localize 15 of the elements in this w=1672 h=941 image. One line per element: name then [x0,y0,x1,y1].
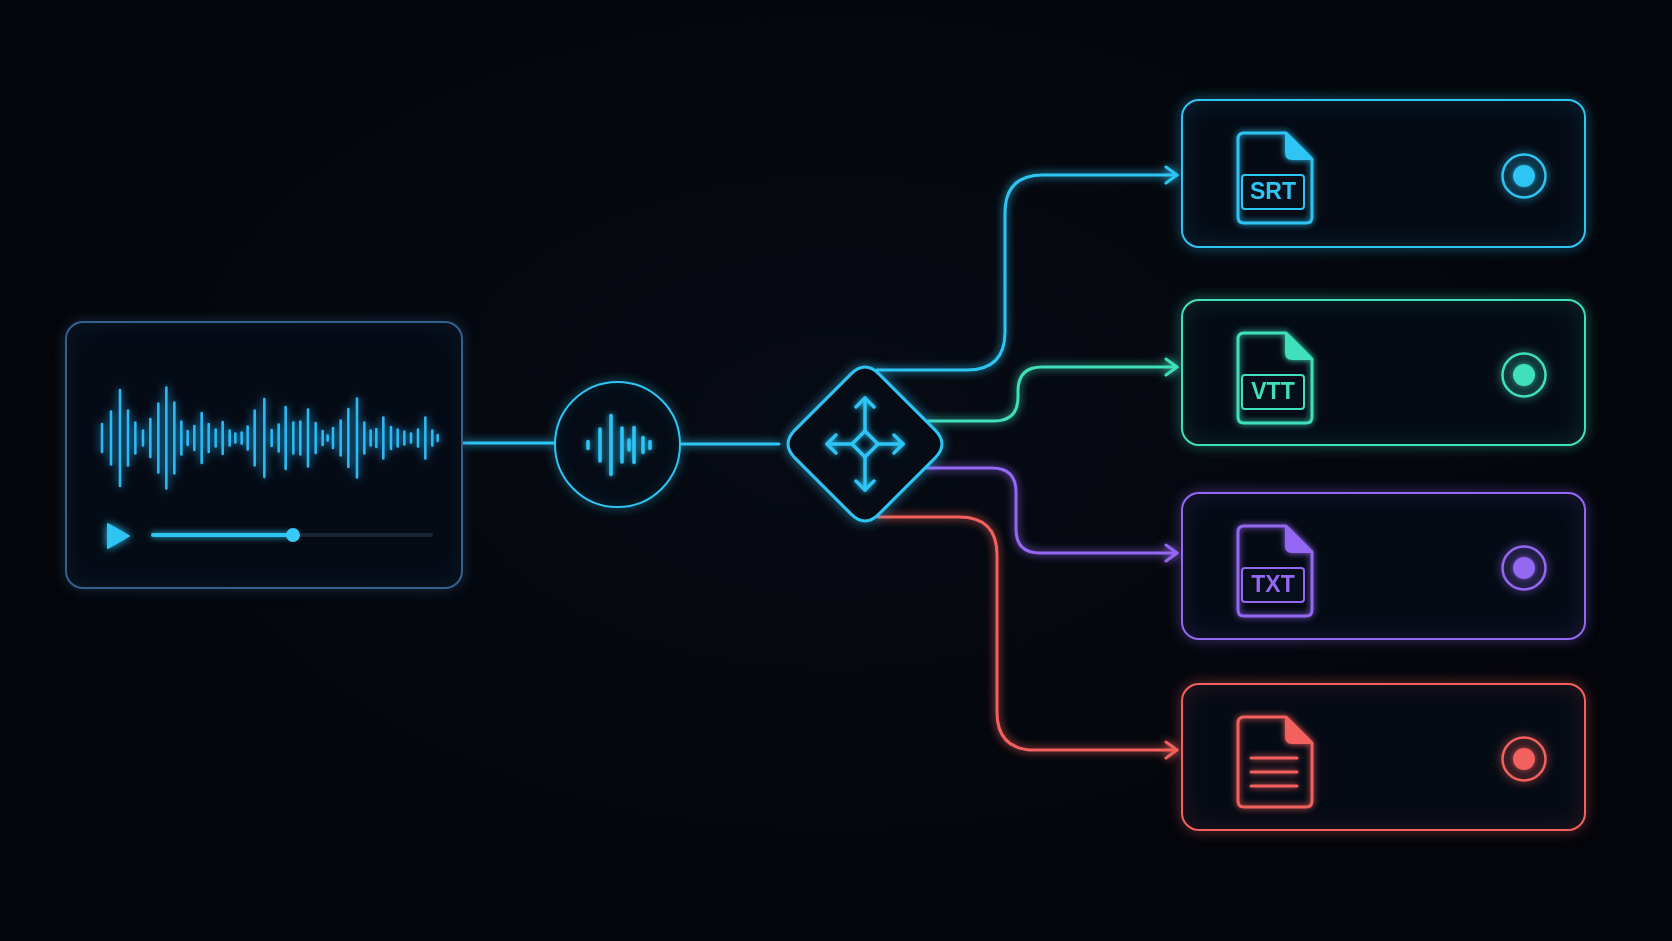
connector-arrow [926,357,1179,423]
connector-line [679,442,781,446]
audio-player-card [65,321,463,589]
file-format-label: SRT [1241,174,1305,210]
connector-arrow [925,466,1179,563]
output-card [1181,299,1586,446]
file-format-label: VTT [1241,374,1305,410]
file-format-label: TXT [1241,567,1305,603]
connector-arrow [876,515,1179,760]
connector-line [461,441,556,445]
connector-arrow [875,165,1179,372]
sound-wave-circle [554,381,681,508]
output-card [1181,99,1586,248]
output-card [1181,683,1586,831]
output-card [1181,492,1586,640]
